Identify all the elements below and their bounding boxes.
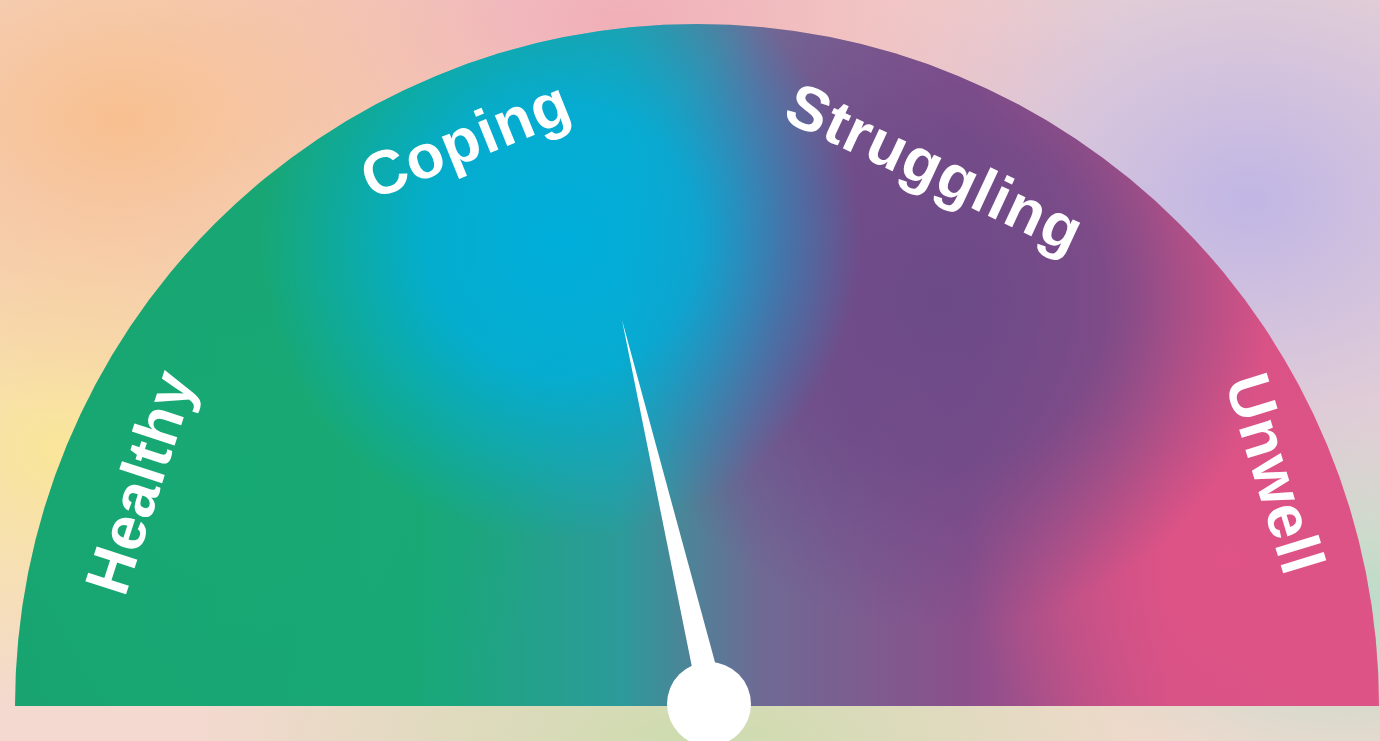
needle-hub <box>667 662 751 741</box>
gauge-needle <box>622 320 722 692</box>
